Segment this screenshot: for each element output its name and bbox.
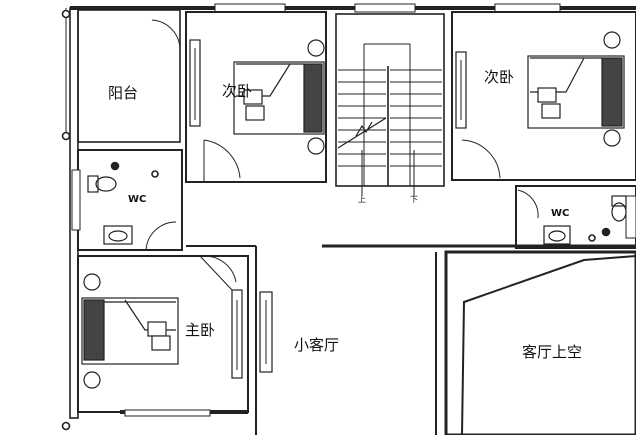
top-window-3 — [494, 3, 561, 13]
room-label-living-void: 客厅上空 — [522, 343, 583, 361]
bedroom-left-door-swing — [203, 139, 241, 182]
master-door-swing — [199, 255, 237, 291]
room-label-balcony: 阳台 — [108, 84, 139, 102]
room-label-bedroom-left: 次卧 — [222, 82, 253, 100]
small-living-cabinet — [259, 291, 273, 373]
wc-left-window — [71, 169, 81, 231]
bedroom-right-outline — [451, 11, 636, 181]
living-void-diagonal — [461, 255, 636, 435]
wc-left-floor-drain — [151, 170, 159, 178]
double-bed-icon-2 — [233, 39, 325, 155]
stair-steps — [338, 69, 442, 167]
column-marker — [61, 421, 71, 431]
wc-right-floor-drain — [588, 234, 596, 242]
master-wardrobe — [231, 289, 243, 379]
room-label-master-bedroom: 主卧 — [185, 321, 216, 339]
double-bed-icon-3 — [527, 31, 625, 147]
wc-left-label: WC — [128, 194, 147, 205]
bedroom-left-wardrobe — [189, 39, 201, 127]
stair-outline — [335, 13, 445, 187]
column-marker — [61, 131, 71, 141]
toilet-icon — [87, 175, 117, 193]
wc-right-outline — [515, 185, 636, 249]
living-void-outline — [444, 250, 636, 435]
toilet-icon-2 — [611, 195, 627, 222]
wc-right-label: WC — [551, 208, 570, 219]
stair-down-mark: 下 — [410, 195, 418, 204]
column-marker — [61, 9, 71, 19]
stair-up-mark: 上 — [358, 195, 366, 204]
bedroom-right-door-swing — [461, 139, 501, 179]
bedroom-left-outline — [185, 11, 327, 183]
wc-right-drain — [601, 227, 611, 237]
balcony-door-swing — [151, 19, 181, 51]
master-window — [124, 409, 211, 417]
double-bed-icon — [81, 273, 179, 389]
stair-break-line — [337, 117, 387, 149]
room-label-small-living: 小客厅 — [294, 336, 340, 354]
wc-right-door-swing — [517, 189, 539, 219]
wc-left-door-swing — [145, 221, 177, 251]
sink-icon — [103, 225, 133, 245]
wc-left-drain — [110, 161, 120, 171]
top-window-2 — [354, 3, 416, 13]
top-window-1 — [214, 3, 286, 13]
balcony-outline — [77, 9, 181, 143]
wc-right-window — [625, 195, 636, 239]
sink-icon-2 — [543, 225, 571, 245]
bedroom-right-wardrobe — [455, 51, 467, 129]
room-label-bedroom-right: 次卧 — [484, 68, 515, 86]
